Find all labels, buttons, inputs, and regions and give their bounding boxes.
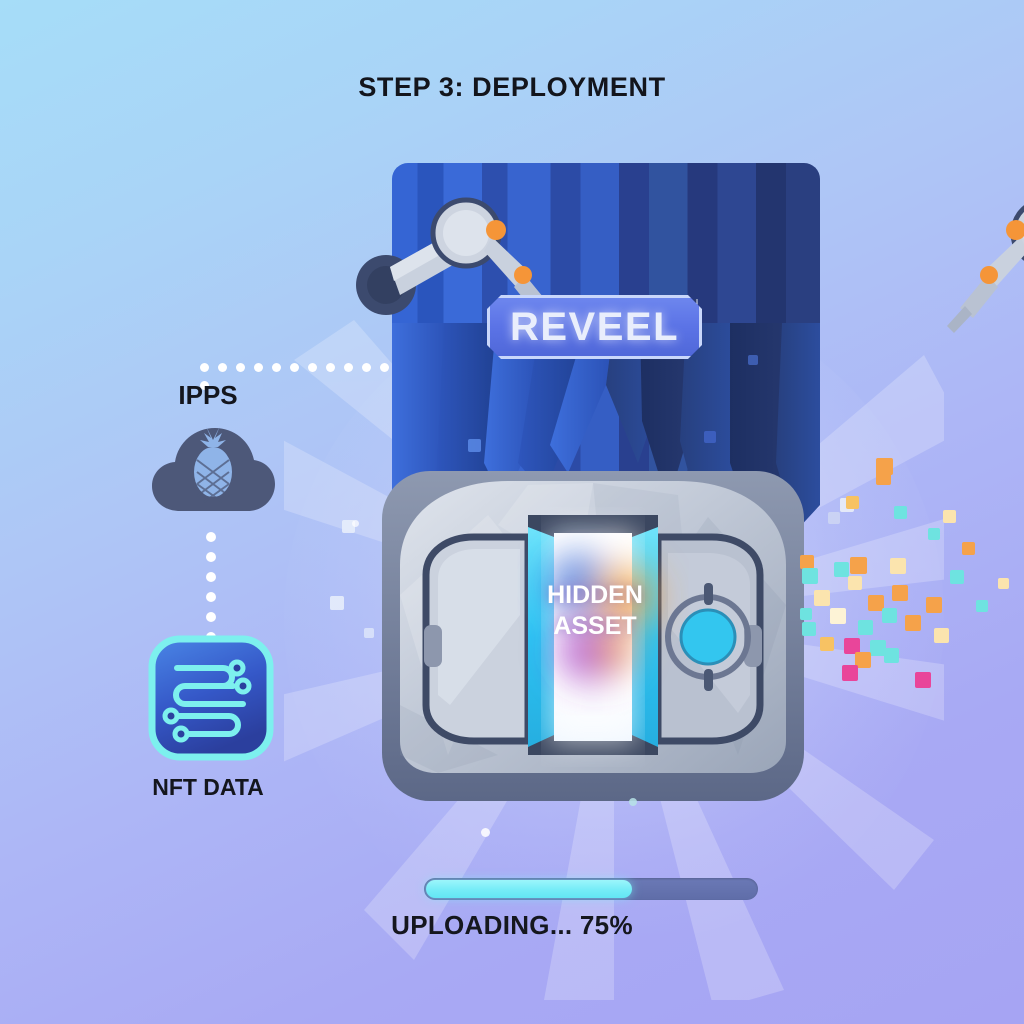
upload-progress-bar[interactable]: [424, 878, 758, 900]
security-vault[interactable]: [378, 455, 808, 815]
left-robot-arm[interactable]: [356, 163, 692, 363]
reveal-sign-label: REVEEL: [509, 304, 680, 349]
page-title: STEP 3: DEPLOYMENT: [358, 72, 666, 102]
ipps-label: IPPS: [178, 380, 238, 410]
upload-progress-fill: [426, 880, 632, 898]
upload-status-label: UPLOADING... 75%: [391, 910, 633, 940]
confetti-top-cluster: [846, 470, 907, 519]
sign-wires: [512, 298, 698, 323]
right-robot-arm[interactable]: [820, 163, 1024, 363]
sparkle-dot: [352, 520, 359, 527]
cloud-pineapple-icon[interactable]: [148, 416, 278, 521]
confetti-left-specks: [330, 520, 374, 638]
reveal-sign[interactable]: REVEEL: [487, 295, 702, 359]
hidden-asset-line2: ASSET: [553, 612, 637, 640]
nft-data-label: NFT DATA: [152, 774, 264, 800]
vault-dial: [665, 583, 751, 691]
sparkle-dot: [629, 798, 637, 806]
confetti-burst: [800, 458, 1009, 688]
sparkle-dot: [481, 828, 490, 837]
hidden-asset-text: HIDDEN ASSET: [520, 580, 670, 642]
nft-circuit-icon[interactable]: [147, 634, 275, 762]
hidden-asset-line1: HIDDEN: [547, 581, 643, 609]
